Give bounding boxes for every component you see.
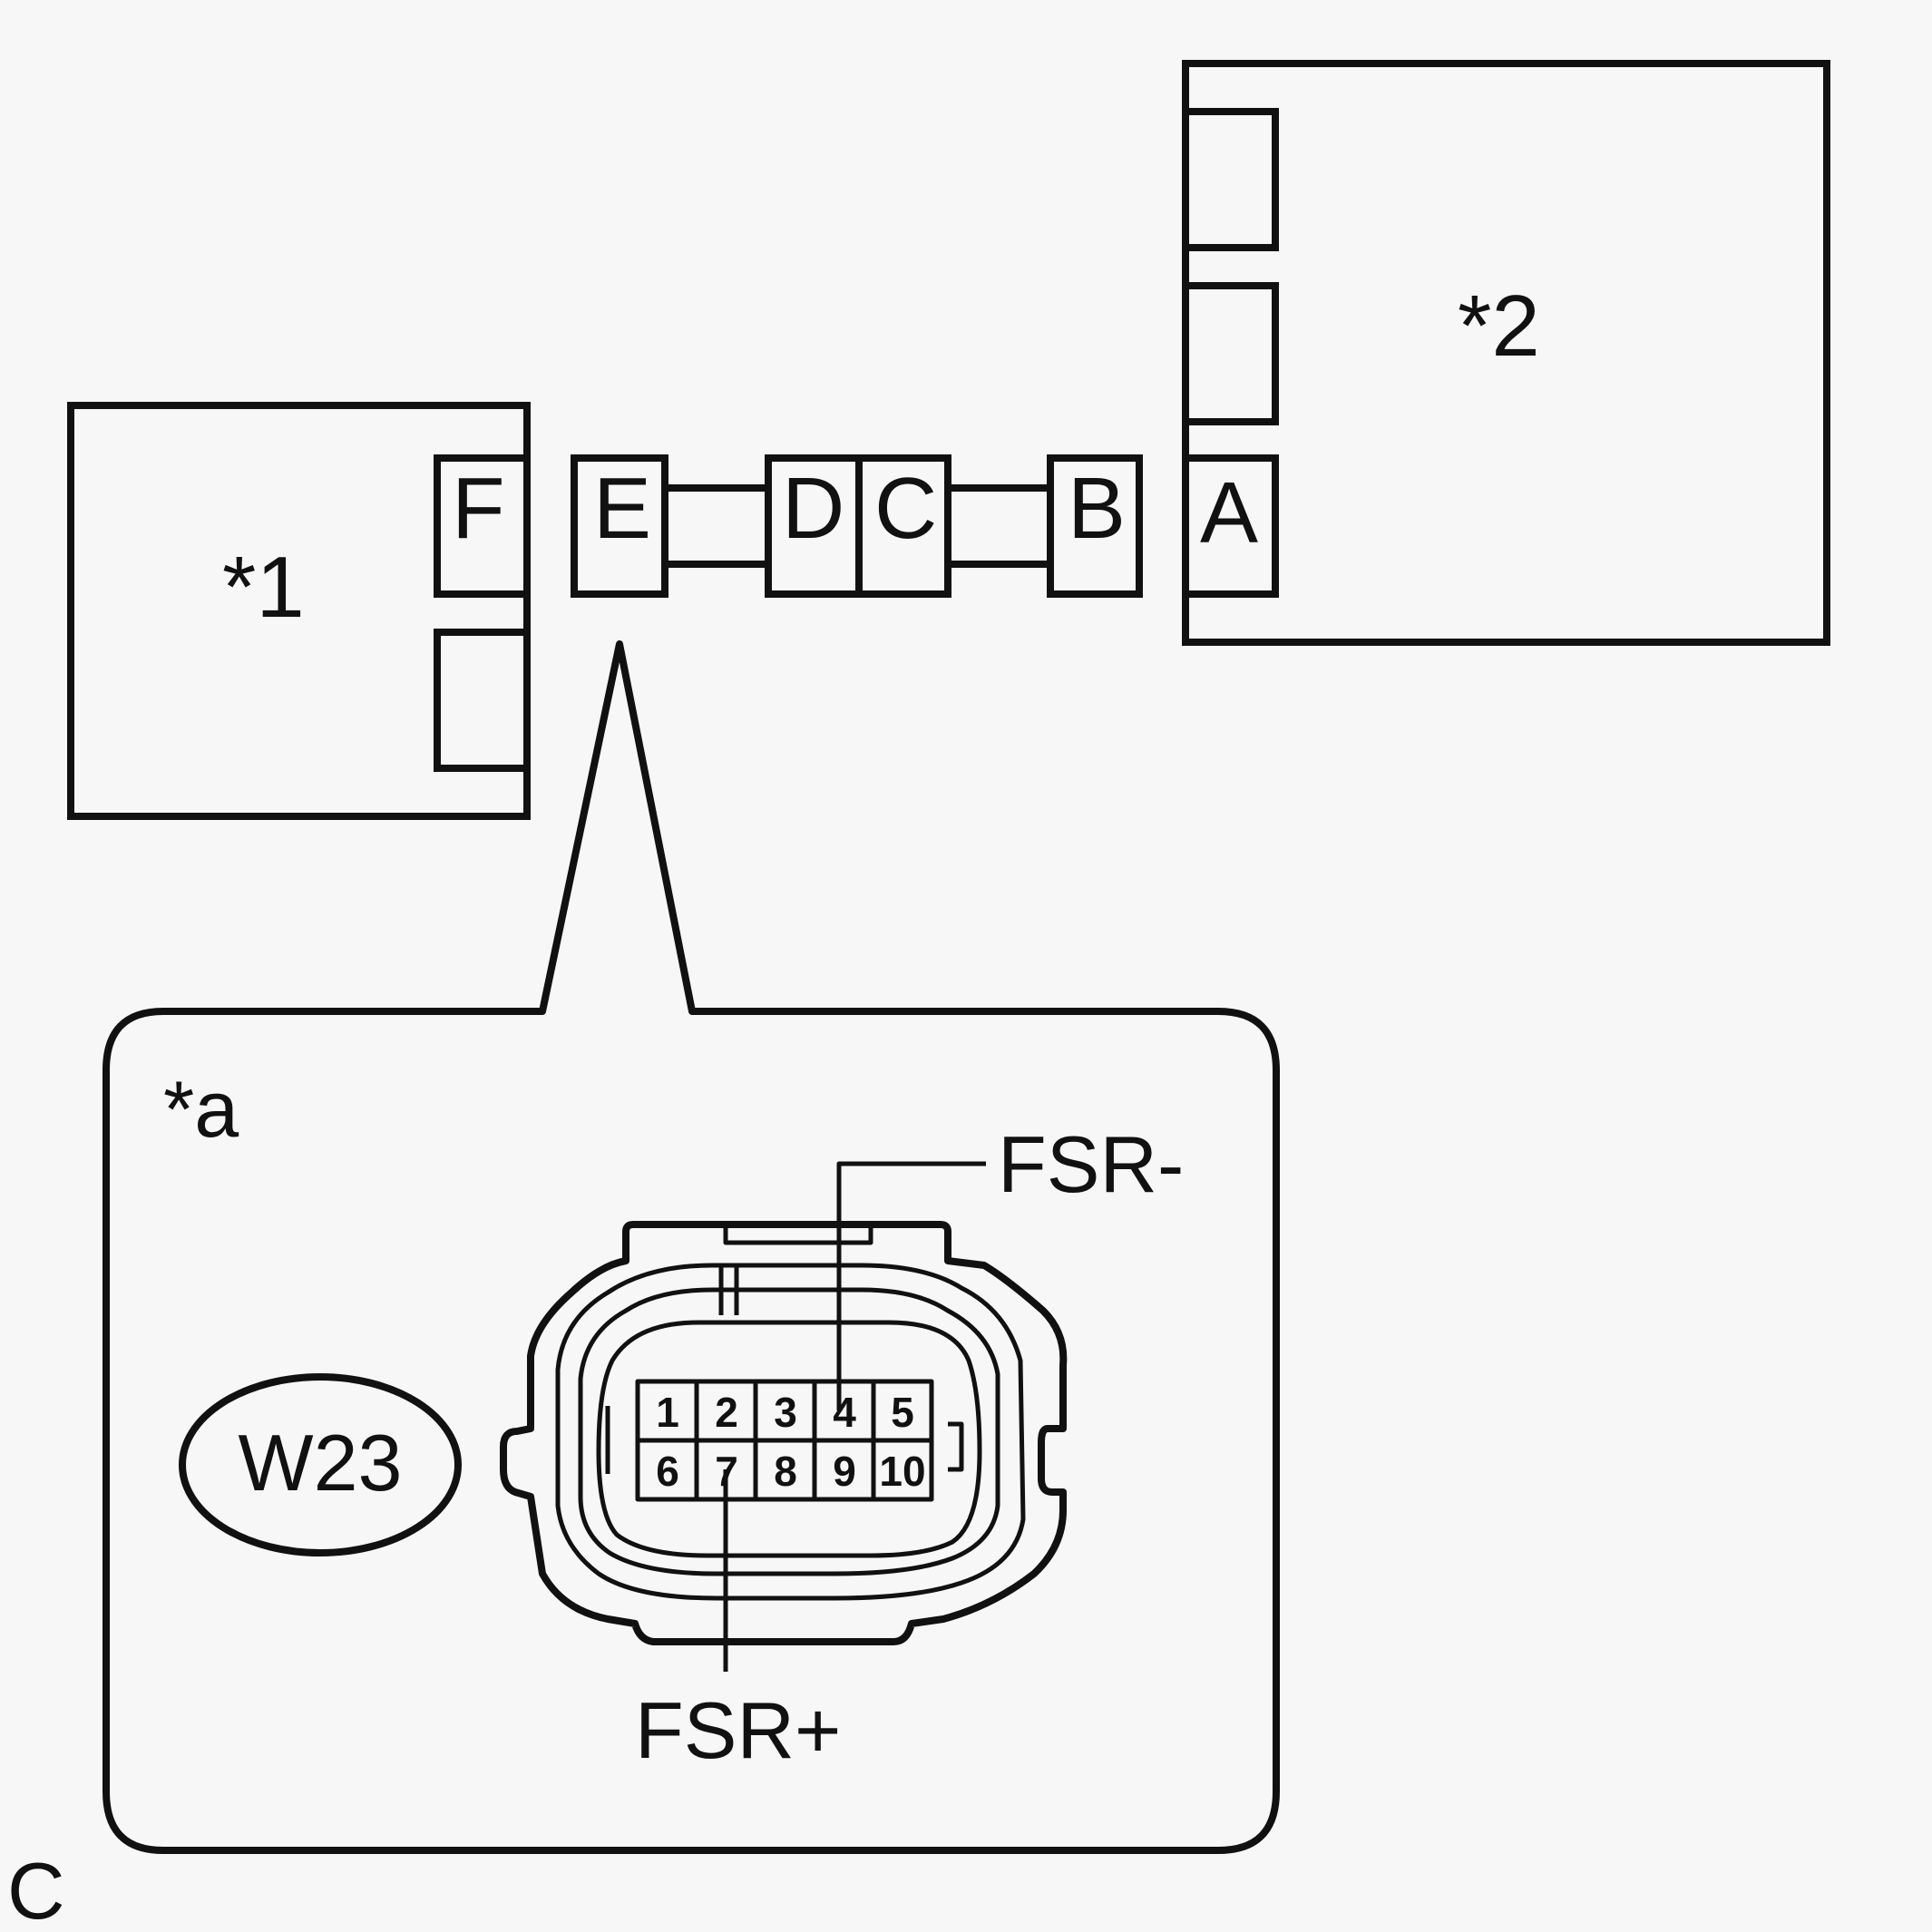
detail-callout xyxy=(102,640,1280,1854)
connector-f-label: F xyxy=(452,460,505,557)
connector-c-label: C xyxy=(874,460,937,557)
pin-1: 1 xyxy=(656,1389,679,1436)
pin-6: 6 xyxy=(656,1448,679,1495)
pin-4: 4 xyxy=(833,1389,856,1436)
connector-code-badge: W23 xyxy=(179,1373,462,1556)
connector-face xyxy=(500,1221,1068,1645)
detail-label: *a xyxy=(163,1064,239,1154)
harness-e-d xyxy=(665,484,768,568)
connector-d-label: D xyxy=(782,460,844,557)
connector-f xyxy=(434,454,531,598)
connector-b-label: B xyxy=(1068,460,1126,557)
connector-c xyxy=(855,454,951,598)
pin-5: 5 xyxy=(891,1389,914,1436)
pin-8: 8 xyxy=(774,1448,797,1495)
pin-grid: 1 2 3 4 5 6 7 8 9 10 xyxy=(635,1379,934,1502)
harness-c-b xyxy=(948,484,1050,568)
connector-e-label: E xyxy=(593,460,651,557)
component-1-label: *1 xyxy=(222,539,305,636)
component-2: *2 A xyxy=(1182,60,1830,646)
connector-b: B xyxy=(1047,454,1143,598)
component-1: *1 F xyxy=(67,402,531,820)
connector-a-label: A xyxy=(1200,464,1258,561)
pin-10: 10 xyxy=(879,1448,925,1495)
component-1-unused-connector xyxy=(434,629,531,772)
connector-d-c-junction: D C xyxy=(765,454,951,598)
component-2-unused-connector-1 xyxy=(1182,108,1279,251)
pin-3: 3 xyxy=(774,1389,797,1436)
connector-e: E xyxy=(571,454,668,598)
fsr-negative-leader xyxy=(836,1161,986,1410)
fsr-negative-label: FSR- xyxy=(998,1119,1184,1209)
pin-9: 9 xyxy=(833,1448,856,1495)
pin-2: 2 xyxy=(715,1389,738,1436)
figure-code: C xyxy=(7,1846,65,1932)
component-2-unused-connector-2 xyxy=(1182,282,1279,425)
connector-a xyxy=(1182,454,1279,598)
fsr-positive-label: FSR+ xyxy=(635,1685,841,1775)
connector-code: W23 xyxy=(239,1418,403,1508)
connector-d xyxy=(765,454,863,598)
component-2-label: *2 xyxy=(1458,278,1540,375)
